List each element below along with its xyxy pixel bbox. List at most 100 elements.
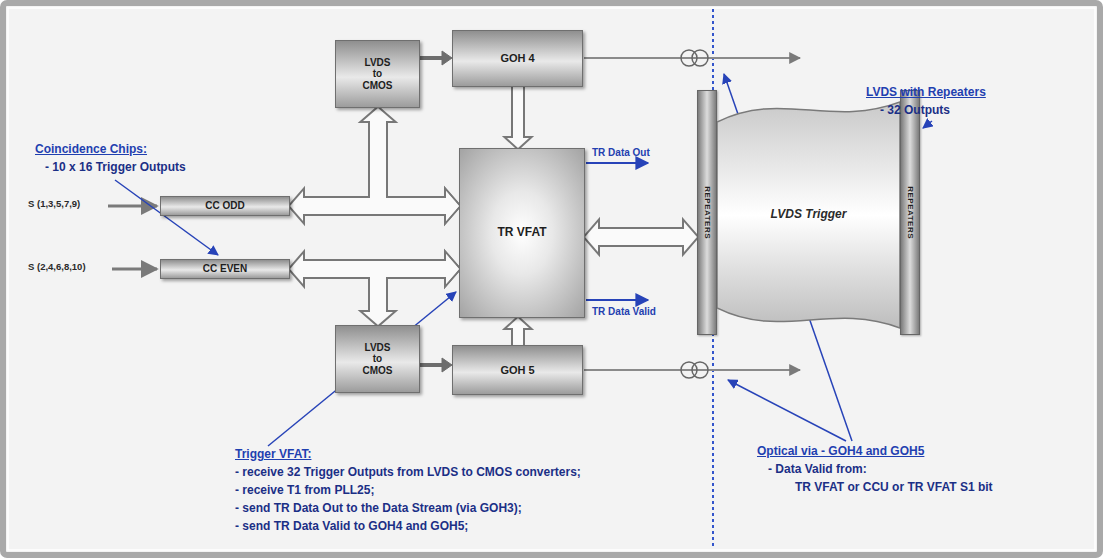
connector — [507, 318, 529, 345]
goh-box: GOH 5 — [452, 345, 583, 395]
arrow-head-fill — [507, 318, 529, 328]
data-out-arrow — [586, 162, 648, 164]
arrow-head-fill — [446, 254, 459, 284]
connector-shaft — [378, 121, 446, 206]
arrow-head-fill — [363, 312, 393, 325]
box-label: GOH 5 — [500, 364, 534, 377]
box-label: LVDS Trigger — [771, 208, 847, 222]
callout-text: TR VFAT or CCU or TR VFAT S1 bit — [795, 481, 993, 495]
connector — [585, 222, 697, 252]
arrow-head-fill — [446, 191, 459, 221]
fiber-coil — [692, 362, 708, 378]
arrow-head — [446, 254, 459, 284]
connector-shaft — [420, 56, 442, 60]
fiber-coil — [692, 50, 708, 66]
connector-shaft — [511, 87, 525, 138]
connector — [420, 51, 452, 65]
frame — [3, 3, 1100, 555]
arrow-head-fill — [446, 254, 459, 284]
signal-arrow — [112, 268, 157, 271]
arrow-head-fill — [507, 138, 529, 148]
box-label: REPEATERS — [702, 186, 711, 239]
arrow-head — [585, 222, 598, 252]
arrow-head — [507, 318, 529, 328]
connector-shaft-fill — [378, 269, 446, 312]
leader-line — [923, 121, 932, 128]
connector-fill — [363, 254, 459, 325]
box-label: TR VFAT — [497, 226, 546, 240]
callout-text: - receive T1 from PLL25; — [235, 484, 374, 498]
chip-box: CC ODD — [160, 196, 290, 216]
signal-name: TR Data Out — [592, 147, 650, 159]
connector — [420, 358, 452, 372]
cable-band: LVDS Trigger — [717, 98, 900, 332]
callout-text: - send TR Data Out to the Data Stream (v… — [235, 502, 522, 516]
converter-box: LVDS to CMOS — [335, 40, 420, 108]
arrow-head-fill — [446, 191, 459, 221]
arrow-head — [507, 138, 529, 148]
box-label: LVDS to CMOS — [363, 342, 393, 377]
leader-line — [115, 180, 218, 255]
callout-text: - Data Valid from: — [768, 463, 867, 477]
connector-shaft-fill — [598, 229, 684, 245]
frame-inner — [8, 8, 1095, 550]
connector-shaft — [598, 227, 684, 247]
callout-heading: Optical via - GOH4 and GOH5 — [757, 445, 924, 459]
connector-fills — [290, 87, 697, 345]
arrow-head-fill — [290, 254, 303, 284]
arrow-head — [442, 51, 452, 65]
arrow-head — [684, 222, 697, 252]
connector-fill — [507, 87, 529, 148]
box-label: CC ODD — [205, 200, 244, 212]
connector — [507, 87, 529, 148]
arrow-head — [446, 254, 459, 284]
connector-fill — [363, 108, 459, 221]
arrow-head — [363, 312, 393, 325]
signal-name: S (2,4,6,8,10) — [28, 262, 86, 273]
callout-heading: Coincidence Chips: — [35, 143, 147, 157]
box-label: GOH 4 — [500, 52, 534, 65]
arrow-head-fill — [585, 222, 598, 252]
box-label: LVDS to CMOS — [363, 57, 393, 92]
arrow-head — [442, 358, 452, 372]
repeater-box: REPEATERS — [697, 90, 717, 335]
arrow-head — [363, 108, 393, 121]
callout-text: - send TR Data Valid to GOH4 and GOH5; — [235, 520, 468, 534]
arrow-head-fill — [363, 108, 393, 121]
leader-line — [728, 380, 846, 441]
box-label: REPEATERS — [905, 186, 914, 239]
arrow-head-fill — [290, 191, 303, 221]
box-label: CC EVEN — [203, 263, 247, 275]
connector-fill — [585, 222, 697, 252]
callout-text: - 32 Outputs — [880, 104, 950, 118]
connector — [363, 108, 459, 221]
arrow-head — [446, 191, 459, 221]
connector-shaft-fill — [378, 121, 446, 206]
connector-shaft — [511, 328, 525, 345]
connector-shaft — [378, 269, 446, 312]
goh-box: GOH 4 — [452, 30, 583, 87]
connector-shaft-fill — [513, 87, 523, 138]
leader-line — [268, 292, 456, 446]
arrow-head — [290, 191, 303, 221]
signal-name: S (1,3,5,7,9) — [28, 199, 80, 210]
connector-fill — [507, 318, 529, 345]
signal-name: TR Data Valid — [592, 306, 656, 318]
converter-box: LVDS to CMOS — [335, 325, 420, 393]
cable-shape — [717, 102, 900, 328]
arrow-head — [446, 191, 459, 221]
connector-shaft — [420, 363, 442, 367]
callout-heading: LVDS with Repeaters — [866, 86, 986, 100]
vfat-box: TR VFAT — [459, 148, 585, 318]
connector — [363, 254, 459, 325]
repeater-box: REPEATERS — [900, 90, 920, 335]
arrow-head-fill — [684, 222, 697, 252]
chip-box: CC EVEN — [160, 259, 290, 279]
callout-text: - receive 32 Trigger Outputs from LVDS t… — [235, 466, 581, 480]
callout-heading: Trigger VFAT: — [235, 448, 311, 462]
connector-shaft-fill — [513, 328, 523, 345]
data-valid-arrow — [586, 299, 648, 301]
arrow-head — [290, 254, 303, 284]
